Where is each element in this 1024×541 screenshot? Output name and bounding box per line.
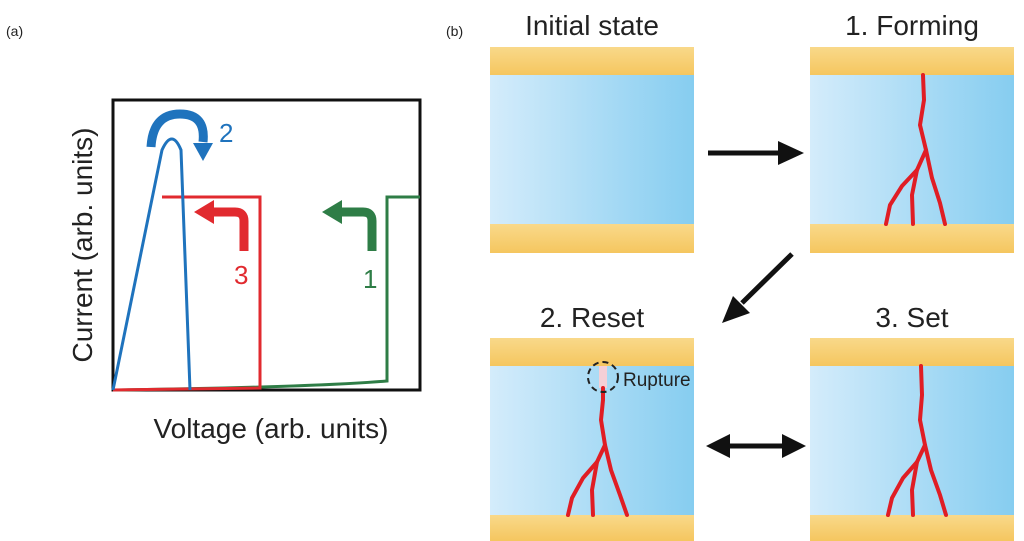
rupture-label: Rupture (623, 370, 691, 391)
arrow-forming-to-reset (722, 252, 794, 323)
state-title-forming: 1. Forming (845, 10, 979, 41)
device-reset: Rupture (490, 338, 694, 541)
curve-2-blue (111, 137, 192, 391)
filament-reset (566, 386, 629, 517)
state-title-initial: Initial state (525, 10, 659, 41)
curve-label-1: 1 (363, 264, 377, 294)
state-title-reset: 2. Reset (540, 302, 644, 333)
x-axis-label: Voltage (arb. units) (153, 413, 388, 444)
arrow-1-green (322, 200, 377, 251)
state-title-set: 3. Set (875, 302, 948, 333)
y-axis-label: Current (arb. units) (67, 128, 98, 363)
arrow-2-blue (146, 109, 213, 161)
arrow-3-red (194, 200, 249, 251)
panel-b-label: (b) (446, 23, 463, 39)
device-forming (810, 47, 1014, 253)
device-initial (490, 47, 694, 253)
curve-label-2: 2 (219, 118, 233, 148)
filament-forming (884, 73, 947, 226)
plot-frame (111, 98, 422, 392)
curve-label-3: 3 (234, 260, 248, 290)
panel-a-label: (a) (6, 23, 23, 39)
arrow-initial-to-forming (708, 141, 804, 165)
rupture-marker (587, 361, 619, 393)
panel-b: (b) Initial state 1. Forming 2. Reset (446, 10, 1014, 541)
curve-3-red (112, 195, 262, 392)
panel-a: (a) 1 3 2 Voltage (arb. units) Current (6, 23, 422, 444)
rupture-gap (599, 366, 607, 388)
filament-set (886, 364, 948, 517)
device-set (810, 338, 1014, 541)
arrow-reset-set-bidirectional (706, 434, 806, 458)
